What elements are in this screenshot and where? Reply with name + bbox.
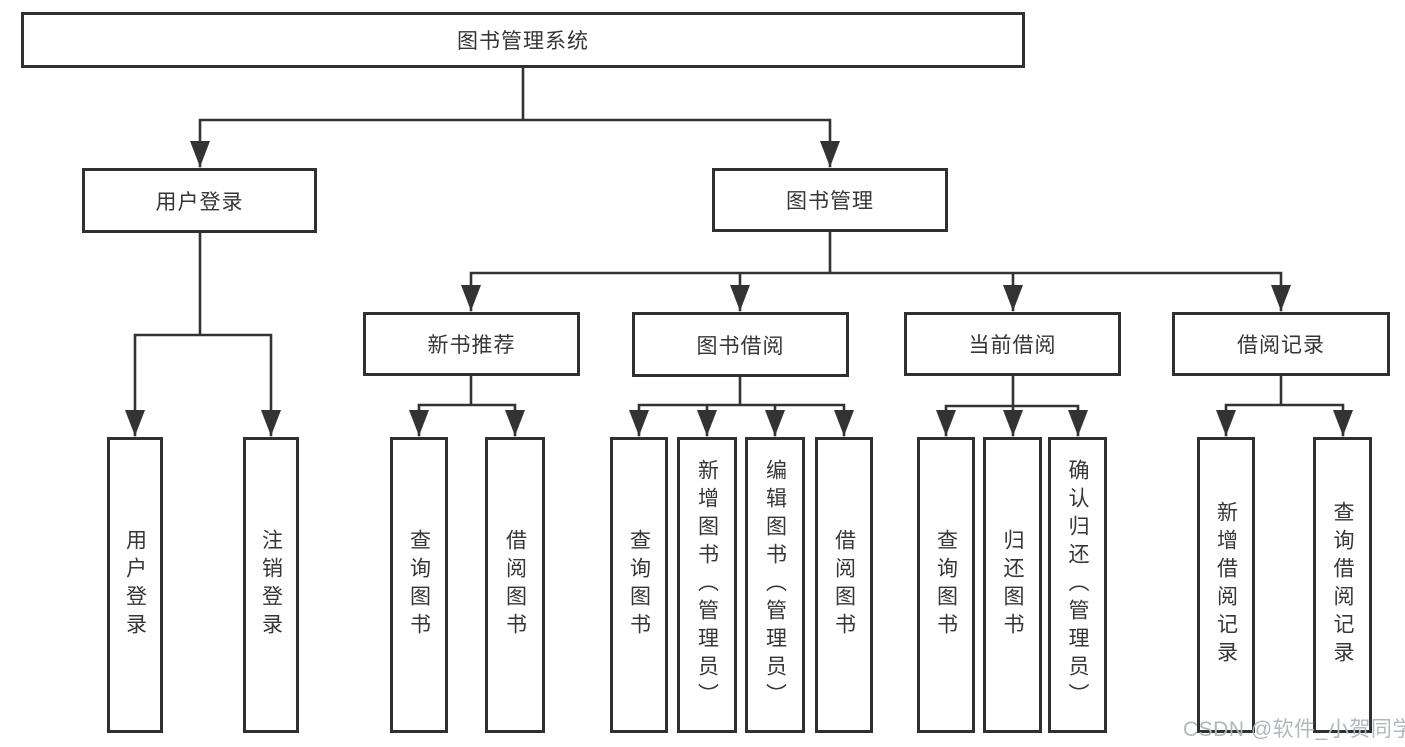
node-borrowing-records: 借阅记录 — [1172, 312, 1390, 376]
leaf-current-search-books-label: 查询图书 — [934, 529, 958, 641]
leaf-edit-books-admin-label: 编辑图书（管理员） — [763, 459, 787, 711]
leaf-borrowing-borrow-books: 借阅图书 — [815, 437, 873, 733]
leaf-confirm-return-admin-label: 确认归还（管理员） — [1066, 459, 1089, 711]
leaf-search-borrow-record-label: 查询借阅记录 — [1331, 501, 1354, 669]
leaf-logout: 注销登录 — [243, 437, 299, 733]
leaf-add-books-admin-label: 新增图书（管理员） — [695, 459, 719, 711]
leaf-return-books-label: 归还图书 — [1001, 529, 1024, 641]
leaf-recommend-borrow-books-label: 借阅图书 — [503, 529, 527, 641]
leaf-logout-label: 注销登录 — [259, 529, 283, 641]
leaf-recommend-search-books: 查询图书 — [390, 437, 448, 733]
leaf-search-borrow-record: 查询借阅记录 — [1313, 437, 1372, 733]
node-user-login-label: 用户登录 — [155, 190, 244, 214]
leaf-recommend-search-books-label: 查询图书 — [407, 529, 431, 641]
leaf-confirm-return-admin: 确认归还（管理员） — [1048, 437, 1107, 733]
node-book-management: 图书管理 — [712, 168, 948, 232]
leaf-add-books-admin: 新增图书（管理员） — [677, 437, 737, 733]
leaf-edit-books-admin: 编辑图书（管理员） — [745, 437, 805, 733]
node-book-management-label: 图书管理 — [786, 190, 874, 213]
leaf-user-login: 用户登录 — [107, 437, 163, 733]
node-book-borrowing-label: 图书借阅 — [696, 334, 785, 358]
node-current-borrowing-label: 当前借阅 — [968, 334, 1057, 357]
leaf-borrowing-borrow-books-label: 借阅图书 — [832, 529, 856, 641]
node-root-label: 图书管理系统 — [457, 30, 589, 53]
node-user-login: 用户登录 — [82, 168, 317, 233]
watermark: CSDN @软件_小贺同学 — [1183, 718, 1405, 741]
node-current-borrowing: 当前借阅 — [904, 312, 1121, 376]
leaf-user-login-label: 用户登录 — [123, 529, 147, 641]
node-new-book-recommendation-label: 新书推荐 — [427, 334, 516, 357]
leaf-return-books: 归还图书 — [983, 437, 1042, 733]
node-new-book-recommendation: 新书推荐 — [363, 312, 580, 376]
leaf-recommend-borrow-books: 借阅图书 — [485, 437, 545, 733]
leaf-borrowing-search-books-label: 查询图书 — [627, 529, 651, 641]
leaf-current-search-books: 查询图书 — [917, 437, 975, 733]
node-book-borrowing: 图书借阅 — [632, 312, 849, 377]
node-root: 图书管理系统 — [21, 12, 1025, 68]
leaf-add-borrow-record: 新增借阅记录 — [1197, 437, 1255, 733]
leaf-borrowing-search-books: 查询图书 — [610, 437, 668, 733]
leaf-add-borrow-record-label: 新增借阅记录 — [1214, 501, 1238, 669]
node-borrowing-records-label: 借阅记录 — [1237, 334, 1325, 357]
